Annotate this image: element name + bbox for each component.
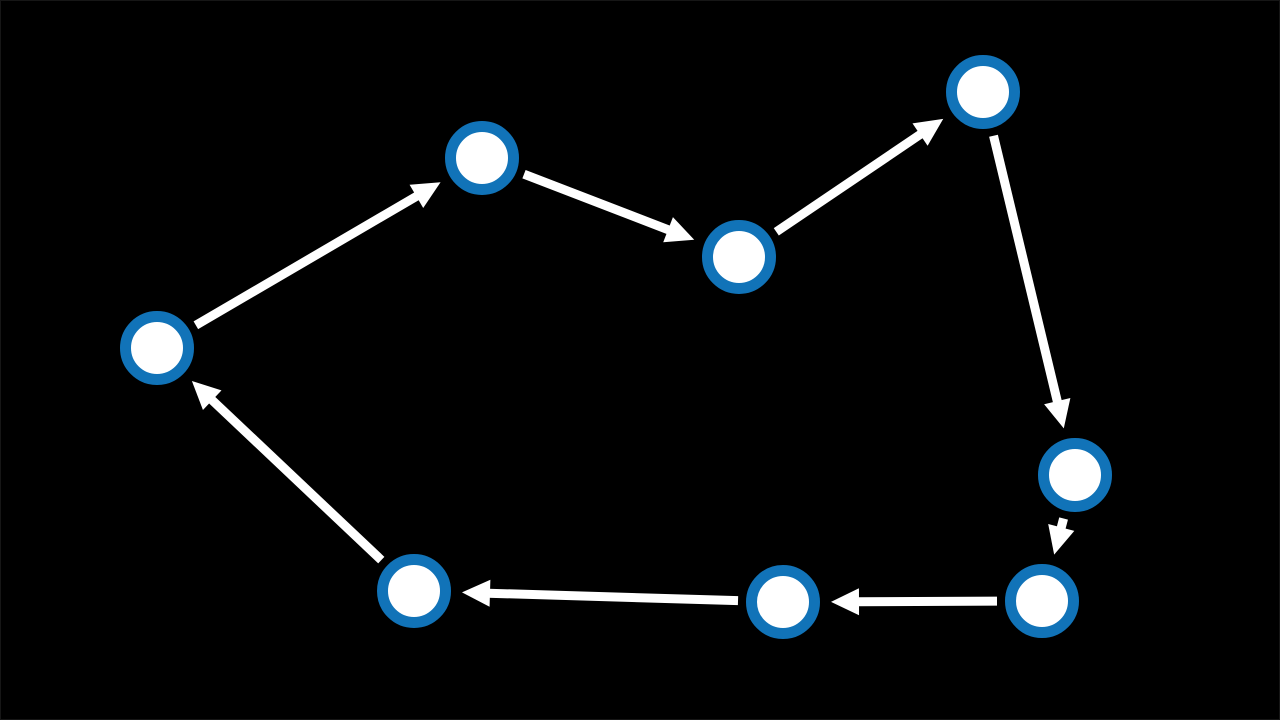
graph-node-n7 bbox=[746, 565, 820, 639]
edge-arrowhead-icon bbox=[191, 380, 222, 411]
graph-node-n8 bbox=[377, 554, 451, 628]
edge-shaft bbox=[193, 191, 421, 330]
nodes-layer bbox=[120, 55, 1112, 639]
edge-arrowhead-icon bbox=[409, 182, 441, 209]
graph-node-n5 bbox=[1038, 438, 1112, 512]
graph-edge-n8-n1 bbox=[191, 380, 385, 564]
graph-edge-n7-n8 bbox=[461, 579, 739, 607]
edge-shaft bbox=[207, 395, 385, 564]
edge-shaft bbox=[522, 169, 672, 235]
edge-arrowhead-icon bbox=[1044, 397, 1071, 429]
graph-node-n1 bbox=[120, 311, 194, 385]
graph-node-n3 bbox=[702, 220, 776, 294]
graph-edge-n1-n2 bbox=[193, 182, 441, 330]
edge-shaft bbox=[856, 596, 998, 607]
edge-arrowhead-icon bbox=[830, 588, 860, 616]
edge-arrowhead-icon bbox=[1048, 524, 1075, 555]
edges-layer bbox=[191, 118, 1075, 616]
graph-node-n2 bbox=[445, 121, 519, 195]
edge-shaft bbox=[487, 588, 739, 606]
edge-arrowhead-icon bbox=[461, 579, 491, 607]
graph-edge-n4-n5 bbox=[989, 134, 1071, 429]
graph-node-n6 bbox=[1005, 564, 1079, 638]
graph-node-n4 bbox=[946, 55, 1020, 129]
edge-shaft bbox=[989, 134, 1063, 405]
graph-edge-n6-n7 bbox=[830, 588, 998, 616]
edge-shaft bbox=[773, 129, 925, 236]
graph-edge-n5-n6 bbox=[1048, 517, 1075, 555]
graph-edge-n3-n4 bbox=[773, 118, 944, 236]
graph-edge-n2-n3 bbox=[522, 169, 695, 243]
edge-arrowhead-icon bbox=[663, 217, 695, 243]
edge-arrowhead-icon bbox=[912, 118, 944, 146]
